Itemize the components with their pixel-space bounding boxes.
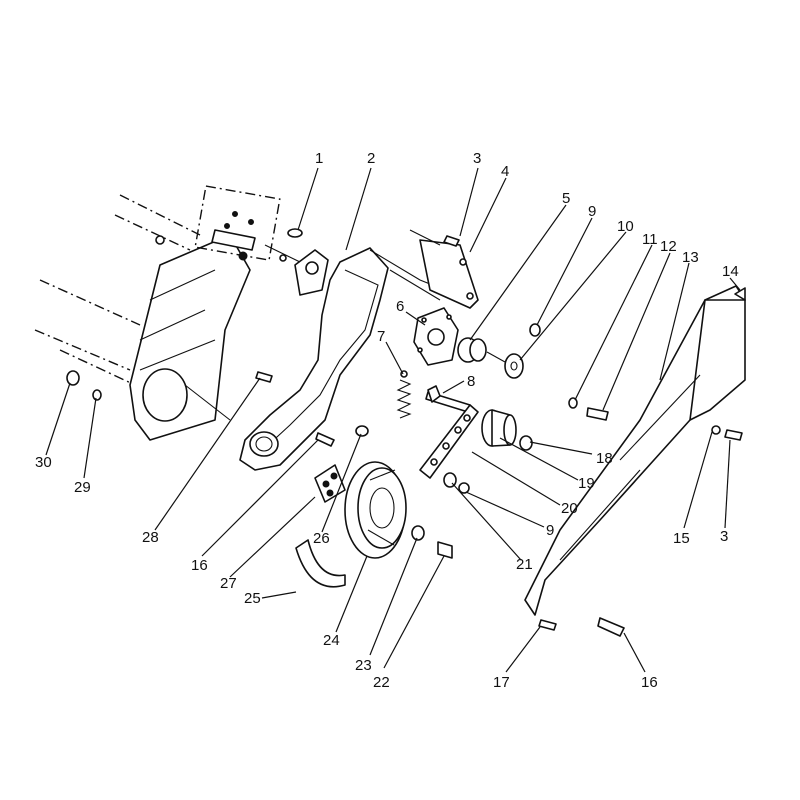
callout-26: 26 <box>313 530 330 547</box>
callout-28: 28 <box>142 529 159 546</box>
part-9-nut-top <box>529 323 541 337</box>
frame-hole <box>142 368 188 422</box>
part-14-decal <box>734 287 746 301</box>
part-11-washer <box>568 397 578 409</box>
callout-4: 4 <box>501 163 509 180</box>
part-13-belt-cover <box>524 285 746 616</box>
callout-30: 30 <box>35 454 52 471</box>
part-19-idler-pulley <box>481 409 517 447</box>
callout-27: 27 <box>220 575 237 592</box>
part-28-bolt <box>255 371 273 383</box>
callout-6: 6 <box>396 298 404 315</box>
callout-labels: 1 2 3 4 5 9 10 11 12 13 14 6 7 8 18 19 2… <box>35 150 739 691</box>
part-20-idler-arm <box>419 404 479 479</box>
part-6-mounting-plate <box>413 307 459 366</box>
callout-3-right: 3 <box>720 528 728 545</box>
callout-10: 10 <box>617 218 634 235</box>
part-2-belt-housing <box>239 247 471 471</box>
part-16-bolt-mid <box>315 432 335 447</box>
leader-lines <box>45 167 741 673</box>
part-26-washer <box>355 425 369 437</box>
part-4-top-bracket <box>409 229 479 309</box>
part-15-washer <box>711 425 721 435</box>
callout-9-top: 9 <box>588 203 596 220</box>
callout-8: 8 <box>467 373 475 390</box>
callout-9-lower: 9 <box>546 522 554 539</box>
callout-12: 12 <box>660 238 677 255</box>
part-18-bushing <box>519 435 533 451</box>
callout-17: 17 <box>493 674 510 691</box>
callout-18: 18 <box>596 450 613 467</box>
callout-2: 2 <box>367 150 375 167</box>
callout-3-top: 3 <box>473 150 481 167</box>
callout-25: 25 <box>244 590 261 607</box>
frame-side-panel <box>34 185 281 441</box>
part-5-bushing <box>457 337 487 363</box>
part-9-nut-lower <box>458 482 470 494</box>
callout-11: 11 <box>642 231 658 248</box>
callout-1: 1 <box>315 150 323 167</box>
part-25-belt-section <box>295 539 346 588</box>
callout-7: 7 <box>377 328 385 345</box>
part-10-washer <box>486 351 524 379</box>
part-23-washer <box>411 525 425 541</box>
part-30-nut <box>66 370 80 386</box>
callout-16-mid: 16 <box>191 557 208 574</box>
callout-22: 22 <box>373 674 390 691</box>
callout-16-bottom: 16 <box>641 674 658 691</box>
callout-29: 29 <box>74 479 91 496</box>
part-3-bolt-right <box>724 429 743 441</box>
part-16-bolt-bottom <box>597 617 625 637</box>
callout-13: 13 <box>682 249 699 266</box>
part-7-spring <box>396 370 412 419</box>
part-22-nut <box>437 541 453 559</box>
part-17-screw <box>538 619 557 631</box>
callout-23: 23 <box>355 657 372 674</box>
part-29-washer <box>92 389 102 401</box>
callout-19: 19 <box>578 475 595 492</box>
part-12-bolt <box>586 407 609 421</box>
callout-14: 14 <box>722 263 739 280</box>
part-27-belt-link <box>314 464 346 503</box>
part-1-bracket <box>264 228 329 296</box>
callout-20: 20 <box>561 500 578 517</box>
part-24-drive-pulley <box>344 461 407 559</box>
callout-5: 5 <box>562 190 570 207</box>
callout-15: 15 <box>673 530 690 547</box>
callout-21: 21 <box>516 556 533 573</box>
callout-24: 24 <box>323 632 340 649</box>
